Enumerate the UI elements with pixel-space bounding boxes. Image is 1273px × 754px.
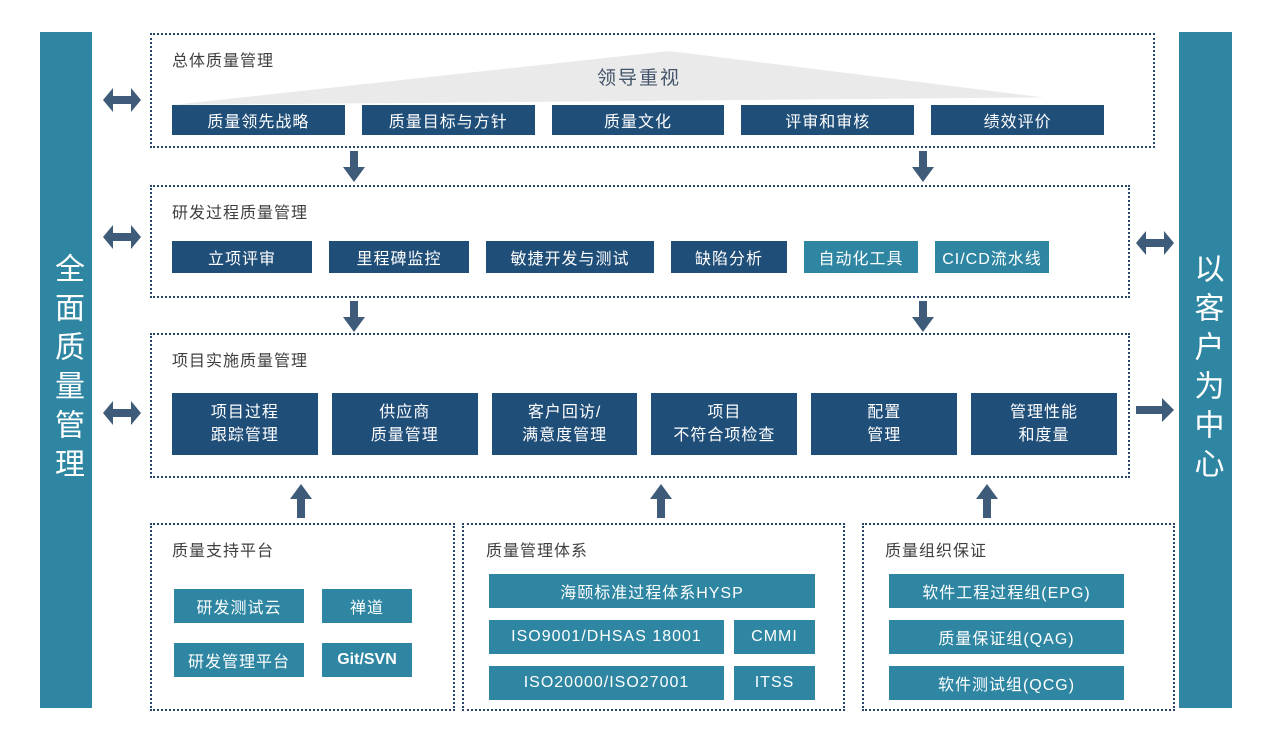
down-arrow-icon [343, 301, 365, 332]
node-supplier-quality: 供应商 质量管理 [331, 393, 478, 455]
node-manage-performance-measure: 管理性能 和度量 [971, 393, 1117, 455]
node-rnd-management-platform: 研发管理平台 [174, 643, 304, 677]
node-configuration-management: 配置 管理 [811, 393, 958, 455]
node-cmmi: CMMI [734, 620, 815, 654]
node-milestone-monitoring: 里程碑监控 [329, 241, 469, 273]
node-line: 客户回访/ [527, 403, 602, 421]
node-qag-group: 质量保证组(QAG) [889, 620, 1124, 654]
node-line: 管理性能 [1010, 403, 1079, 421]
node-iso9001-dhsas18001: ISO9001/DHSAS 18001 [489, 620, 724, 654]
down-arrow-icon [912, 151, 934, 182]
node-agile-dev-testing: 敏捷开发与测试 [486, 241, 654, 273]
double-arrow-icon [103, 225, 141, 249]
node-line: 和度量 [1018, 427, 1070, 444]
node-defect-analysis: 缺陷分析 [671, 241, 787, 273]
node-git-svn: Git/SVN [322, 643, 412, 677]
node-line: 跟踪管理 [210, 427, 279, 444]
node-qcg-group: 软件测试组(QCG) [889, 666, 1124, 700]
node-line: 项目过程 [210, 403, 279, 421]
node-project-approval-review: 立项评审 [172, 241, 312, 273]
node-epg-group: 软件工程过程组(EPG) [889, 574, 1124, 608]
left-bar-label: 全面质量管理 [50, 253, 83, 487]
node-itss: ITSS [734, 666, 815, 700]
node-line: 配置 [867, 403, 902, 421]
node-quality-leading-strategy: 质量领先战略 [172, 105, 345, 135]
panel-quality-support-platform: 质量支持平台 研发测试云 禅道 研发管理平台 Git/SVN [150, 523, 455, 711]
node-automation-tools: 自动化工具 [804, 241, 918, 273]
right-bar-label: 以客户为中心 [1189, 253, 1223, 487]
node-line: 管理 [867, 427, 902, 444]
node-performance-evaluation: 绩效评价 [931, 105, 1104, 135]
panel-rnd-process-quality: 研发过程质量管理 立项评审 里程碑监控 敏捷开发与测试 缺陷分析 自动化工具 C… [150, 185, 1130, 298]
node-line: 质量管理 [370, 427, 439, 444]
node-line: 项目 [707, 403, 742, 421]
project-items-row: 项目过程 跟踪管理 供应商 质量管理 客户回访/ 满意度管理 项目 不符合项检查… [172, 393, 1117, 455]
panel-overall-title: 总体质量管理 [172, 53, 275, 70]
right-arrow-icon [1136, 398, 1174, 422]
up-arrow-icon [976, 484, 998, 518]
node-review-audit: 评审和审核 [741, 105, 915, 135]
node-customer-visit-satisfaction: 客户回访/ 满意度管理 [491, 393, 638, 455]
node-rnd-test-cloud: 研发测试云 [174, 589, 304, 623]
panel-org-title: 质量组织保证 [885, 543, 988, 560]
panel-quality-organization-assurance: 质量组织保证 软件工程过程组(EPG) 质量保证组(QAG) 软件测试组(QCG… [862, 523, 1175, 711]
panel-overall-quality: 总体质量管理 领导重视 质量领先战略 质量目标与方针 质量文化 评审和审核 绩效… [150, 33, 1155, 148]
double-arrow-icon [103, 401, 141, 425]
node-line: 供应商 [379, 403, 431, 421]
node-zentao: 禅道 [322, 589, 412, 623]
node-cicd-pipeline: CI/CD流水线 [935, 241, 1049, 273]
down-arrow-icon [912, 301, 934, 332]
node-hysp-standard-process: 海颐标准过程体系HYSP [489, 574, 815, 608]
right-bar-customer-centric: 以客户为中心 [1179, 32, 1232, 708]
panel-quality-management-system: 质量管理体系 海颐标准过程体系HYSP ISO9001/DHSAS 18001 … [462, 523, 845, 711]
panel-rnd-title: 研发过程质量管理 [172, 205, 309, 222]
panel-project-implementation-quality: 项目实施质量管理 项目过程 跟踪管理 供应商 质量管理 客户回访/ 满意度管理 … [150, 333, 1130, 478]
overall-items-row: 质量领先战略 质量目标与方针 质量文化 评审和审核 绩效评价 [172, 105, 1104, 135]
node-line: 满意度管理 [522, 427, 608, 444]
node-iso20000-iso27001: ISO20000/ISO27001 [489, 666, 724, 700]
panel-platform-title: 质量支持平台 [172, 543, 275, 560]
up-arrow-icon [290, 484, 312, 518]
left-bar-total-quality: 全面质量管理 [40, 32, 92, 708]
node-project-process-tracking: 项目过程 跟踪管理 [172, 393, 318, 455]
down-arrow-icon [343, 151, 365, 182]
node-quality-goals-policy: 质量目标与方针 [361, 105, 535, 135]
node-line: 不符合项检查 [673, 427, 776, 444]
double-arrow-icon [103, 88, 141, 112]
node-quality-culture: 质量文化 [551, 105, 725, 135]
double-arrow-icon [1136, 231, 1174, 255]
panel-system-title: 质量管理体系 [486, 543, 589, 560]
rnd-items-row: 立项评审 里程碑监控 敏捷开发与测试 缺陷分析 自动化工具 CI/CD流水线 [172, 241, 1049, 273]
panel-project-title: 项目实施质量管理 [172, 353, 309, 370]
up-arrow-icon [650, 484, 672, 518]
node-nonconformity-check: 项目 不符合项检查 [651, 393, 798, 455]
leadership-banner-label: 领导重视 [597, 68, 682, 89]
